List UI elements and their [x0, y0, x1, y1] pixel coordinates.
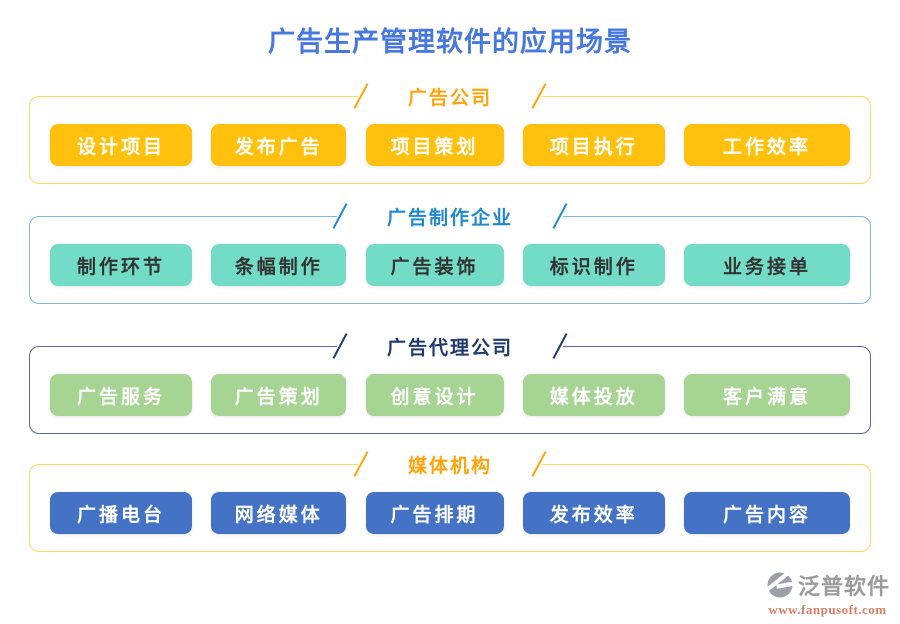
chip-banner-making: 条幅制作: [211, 244, 347, 286]
chip-publish-efficiency: 发布效率: [522, 492, 665, 534]
chip-online-media: 网络媒体: [211, 492, 347, 534]
chip-production-steps: 制作环节: [50, 244, 192, 286]
section-media-organization: 媒体机构 广播电台 网络媒体 广告排期 发布效率 广告内容: [29, 450, 871, 552]
chip-ad-planning: 广告策划: [211, 374, 347, 416]
chip-row: 广告服务 广告策划 创意设计 媒体投放 客户满意: [30, 374, 870, 416]
chip-order-taking: 业务接单: [684, 244, 850, 286]
chip-media-placement: 媒体投放: [522, 374, 665, 416]
chip-row: 广播电台 网络媒体 广告排期 发布效率 广告内容: [30, 492, 870, 534]
slash-decoration-right: [552, 333, 568, 359]
brand-watermark: 泛普软件 www.fanpusoft.com: [765, 569, 890, 618]
chip-project-planning: 项目策划: [365, 124, 504, 166]
section-ad-company: 广告公司 设计项目 发布广告 项目策划 项目执行 工作效率: [29, 82, 871, 184]
chip-row: 设计项目 发布广告 项目策划 项目执行 工作效率: [30, 124, 870, 166]
section-ad-company-header: 广告公司: [353, 82, 547, 110]
chip-design-project: 设计项目: [50, 124, 192, 166]
chip-customer-satisfaction: 客户满意: [684, 374, 850, 416]
chip-ad-service: 广告服务: [50, 374, 192, 416]
chip-ad-scheduling: 广告排期: [365, 492, 504, 534]
section-title: 广告制作企业: [386, 207, 514, 229]
slash-decoration-right: [531, 83, 547, 109]
brand-name: 泛普软件: [797, 574, 890, 599]
chip-project-execution: 项目执行: [522, 124, 665, 166]
section-title: 广告公司: [407, 87, 493, 109]
slash-decoration-left: [353, 451, 369, 477]
section-ad-agency: 广告代理公司 广告服务 广告策划 创意设计 媒体投放 客户满意: [29, 332, 871, 434]
page-title: 广告生产管理软件的应用场景: [268, 27, 632, 57]
section-ad-production-header: 广告制作企业: [332, 202, 568, 230]
slash-decoration-right: [552, 203, 568, 229]
chip-radio-station: 广播电台: [50, 492, 192, 534]
section-title: 广告代理公司: [386, 337, 514, 359]
chip-work-efficiency: 工作效率: [684, 124, 850, 166]
section-title: 媒体机构: [407, 455, 493, 477]
chip-creative-design: 创意设计: [365, 374, 504, 416]
chip-publish-ad: 发布广告: [211, 124, 347, 166]
slash-decoration-left: [353, 83, 369, 109]
slash-decoration-left: [332, 203, 348, 229]
section-ad-agency-header: 广告代理公司: [332, 332, 568, 360]
fanpu-logo-icon: [765, 570, 795, 600]
chip-row: 制作环节 条幅制作 广告装饰 标识制作 业务接单: [30, 244, 870, 286]
chip-ad-decoration: 广告装饰: [365, 244, 504, 286]
section-media-organization-header: 媒体机构: [353, 450, 547, 478]
chip-ad-content: 广告内容: [684, 492, 850, 534]
slash-decoration-left: [332, 333, 348, 359]
brand-url: www.fanpusoft.com: [768, 602, 887, 617]
section-ad-production: 广告制作企业 制作环节 条幅制作 广告装饰 标识制作 业务接单: [29, 202, 871, 304]
sections-container: 广告公司 设计项目 发布广告 项目策划 项目执行 工作效率 广告制作企业 制作环…: [29, 82, 871, 552]
slash-decoration-right: [531, 451, 547, 477]
chip-sign-making: 标识制作: [522, 244, 665, 286]
